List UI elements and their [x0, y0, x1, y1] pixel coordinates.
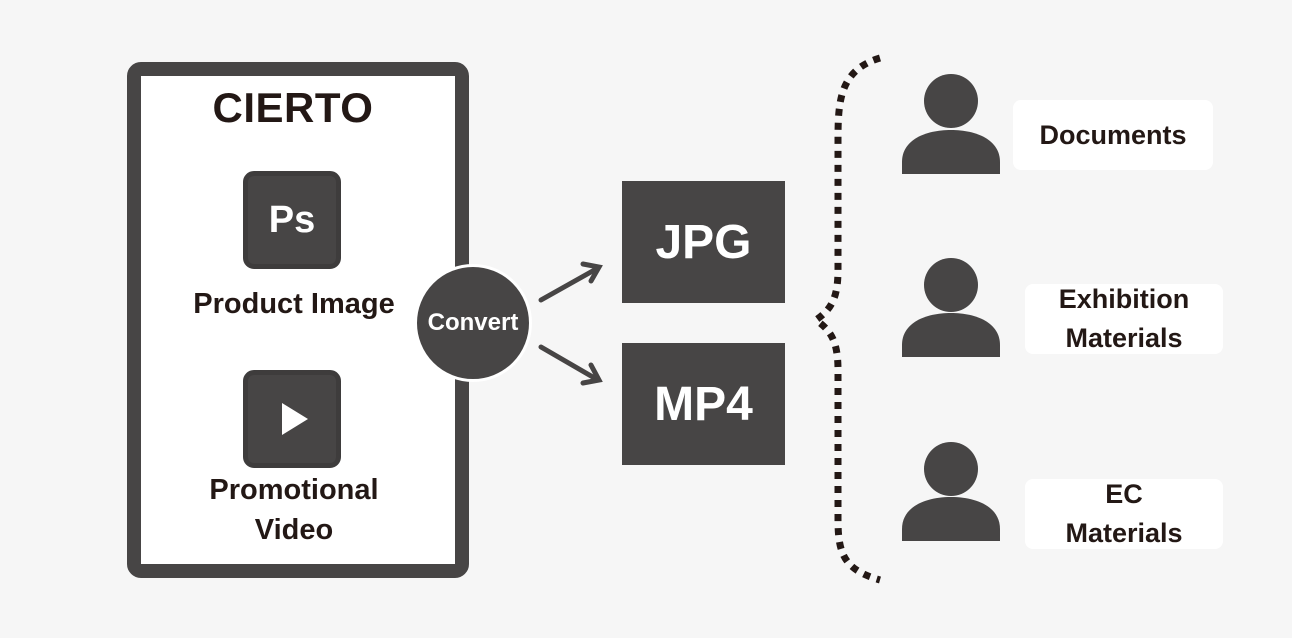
usecase-ec-line1: EC [1105, 479, 1143, 509]
cierto-title: CIERTO [212, 84, 374, 131]
convert-badge: Convert [414, 264, 532, 382]
play-video-icon [243, 370, 341, 468]
promotional-video-label-line2: Video [254, 514, 334, 546]
play-triangle [282, 403, 308, 435]
photoshop-glyph: Ps [268, 198, 316, 241]
user-icon [902, 74, 1000, 174]
usecase-documents-label: Documents [1039, 119, 1187, 150]
arrow-to-mp4 [538, 344, 603, 386]
promotional-video-label-line1: Promotional [209, 474, 379, 506]
usecase-exhibition-materials: Exhibition Materials [1025, 284, 1223, 354]
dotted-brace [809, 54, 882, 584]
promotional-video-label: Promotional Video [170, 470, 418, 550]
usecase-exhibition-line1: Exhibition [1058, 284, 1190, 314]
usecase-documents: Documents [1013, 100, 1213, 170]
photoshop-icon: Ps [243, 171, 341, 269]
mp4-format-box: MP4 [622, 343, 785, 465]
user-icon [902, 442, 1000, 541]
arrow-to-jpg [538, 261, 603, 303]
jpg-format-box: JPG [622, 181, 785, 303]
usecase-exhibition-line2: Materials [1065, 323, 1183, 353]
user-icon [902, 258, 1000, 357]
product-image-label: Product Image [193, 288, 395, 320]
cierto-panel [127, 62, 469, 578]
usecase-ec-materials: EC Materials [1025, 479, 1223, 549]
usecase-ec-line2: Materials [1065, 518, 1183, 548]
